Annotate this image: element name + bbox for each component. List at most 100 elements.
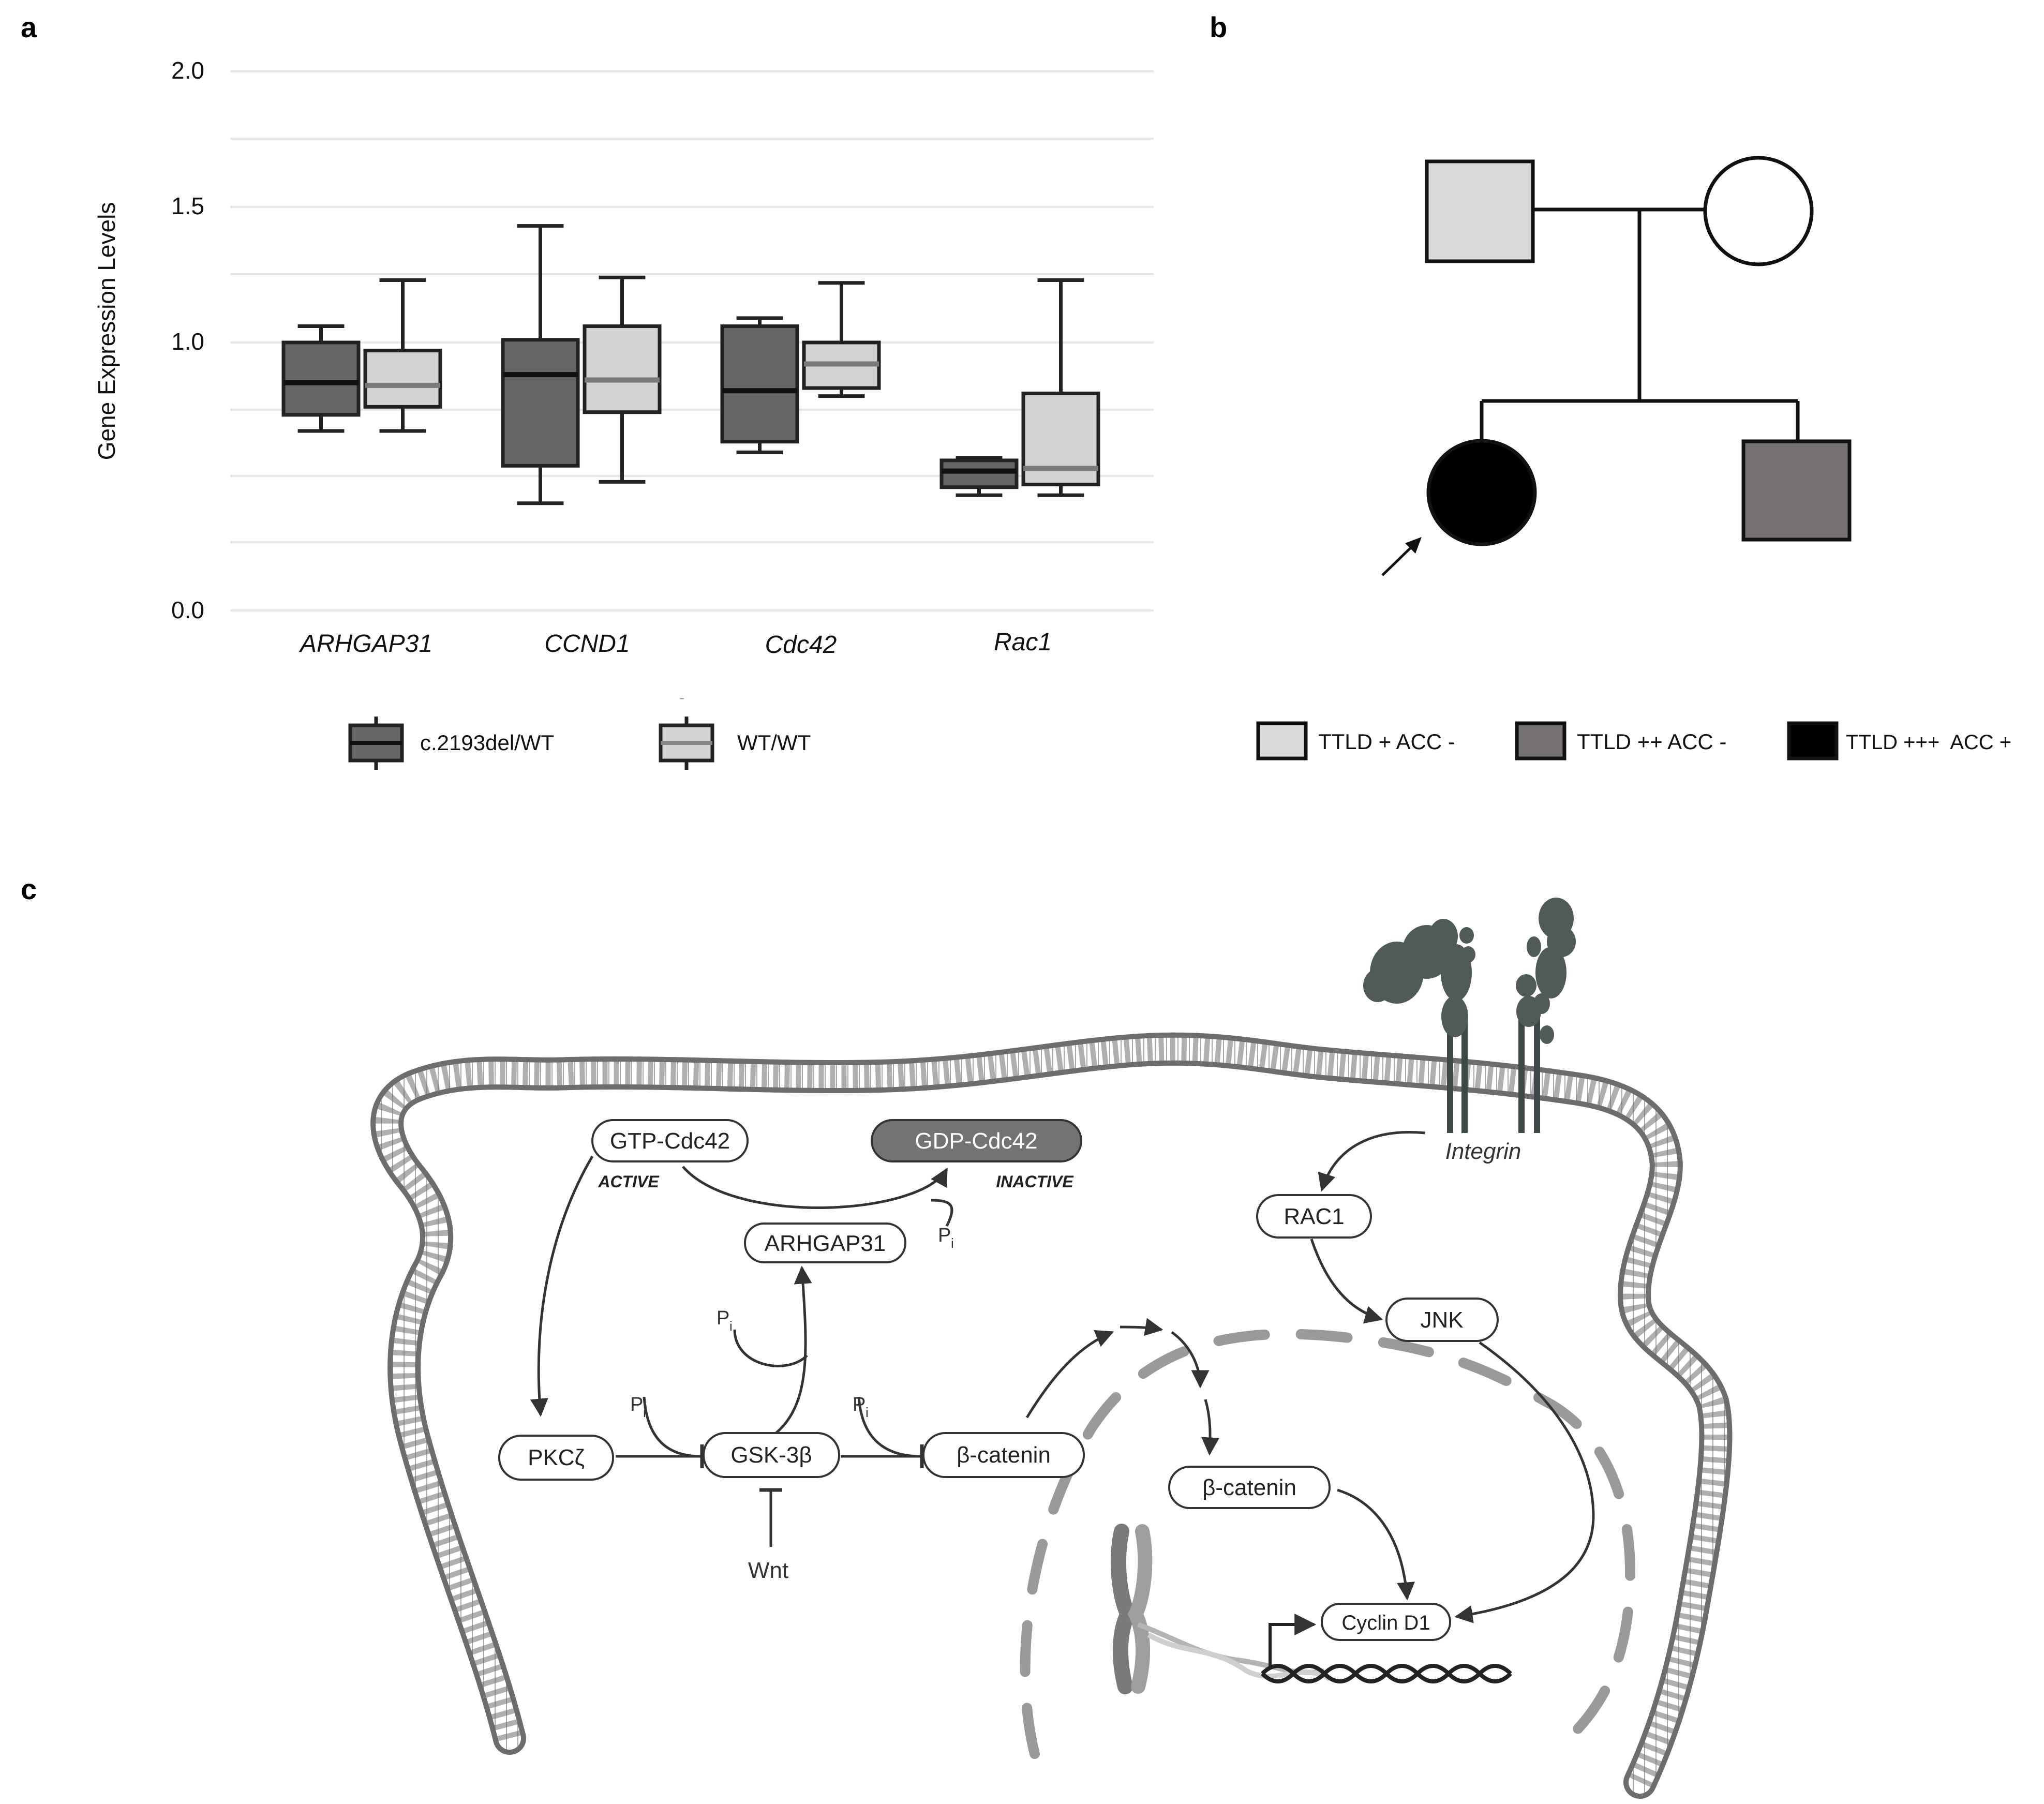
- legend-swatch: [1256, 721, 1308, 761]
- arrow-bcat-chain: [1120, 1318, 1163, 1336]
- arrow-gtp-to-gdp: [682, 1166, 948, 1209]
- father-square: [1425, 159, 1535, 263]
- node-label: JNK: [1420, 1307, 1463, 1333]
- node-label: PKCζ: [528, 1445, 585, 1470]
- phosphate-label: P i: [630, 1394, 646, 1420]
- active-caption: ACTIVE: [598, 1172, 660, 1191]
- node-rac1: RAC1: [1256, 1194, 1372, 1239]
- node-jnk: JNK: [1385, 1298, 1499, 1342]
- legend-stray-mark: -: [679, 689, 684, 706]
- phosphate-p: P: [630, 1394, 643, 1415]
- pedigree-legend: TTLD + ACC - TTLD ++ ACC - TTLD +++ ACC …: [1256, 721, 2011, 761]
- phosphate-p: P: [717, 1307, 729, 1329]
- brother-square: [1741, 439, 1852, 542]
- node-beta-catenin-nucleus: β-catenin: [1168, 1466, 1331, 1509]
- pathway-arrows: [530, 1131, 1595, 1623]
- legend-label: WT/WT: [737, 730, 811, 755]
- node-arhgap31: ARHGAP31: [744, 1222, 906, 1263]
- panel-a-letter: a: [21, 11, 37, 43]
- arrow-rac1-to-jnk: [1310, 1239, 1383, 1324]
- node-label: GTP-Cdc42: [610, 1128, 730, 1154]
- box: [501, 338, 580, 468]
- y-tick-label: 0.0: [171, 597, 204, 623]
- legend-label: TTLD + ACC -: [1318, 729, 1455, 754]
- phosphate-i: i: [643, 1405, 646, 1420]
- integrin-label: Integrin: [1445, 1139, 1521, 1164]
- legend-swatch: [1787, 721, 1839, 761]
- legend-label: c.2193del/WT: [420, 730, 554, 755]
- phosphate-curve: [733, 1329, 808, 1367]
- phosphate-label: P i: [938, 1225, 954, 1251]
- gridlines: [230, 70, 1154, 612]
- chart-legend: c.2193del/WT - WT/WT: [348, 689, 811, 770]
- node-gdp-cdc42: GDP-Cdc42: [871, 1119, 1082, 1162]
- node-label: β-catenin: [1202, 1475, 1296, 1500]
- legend-label: TTLD ++ ACC -: [1577, 729, 1726, 754]
- arrow-bcat-to-cyclin: [1337, 1488, 1415, 1601]
- panel-c-letter: c: [21, 873, 37, 905]
- node-beta-catenin-cytoplasm: β-catenin: [922, 1432, 1085, 1478]
- category-label: CCND1: [544, 630, 630, 658]
- arrow-integrin-to-rac1: [1318, 1131, 1426, 1192]
- arrow-bcat-chain: [1171, 1331, 1210, 1389]
- box: [583, 324, 662, 414]
- legend-glyph-c2193del: [348, 717, 404, 770]
- arrow-bcat-export: [1025, 1330, 1114, 1419]
- inhibit-pkc-gsk: [643, 1396, 702, 1458]
- box: [720, 324, 799, 444]
- node-label: GSK-3β: [730, 1442, 812, 1468]
- node-gtp-cdc42: GTP-Cdc42: [591, 1119, 749, 1162]
- box: [939, 458, 1019, 489]
- node-gsk3b: GSK-3β: [703, 1432, 840, 1478]
- node-label: β-catenin: [957, 1442, 1051, 1468]
- phosphate-label: P i: [717, 1307, 733, 1334]
- phosphate-p: P: [938, 1225, 951, 1246]
- mother-circle: [1703, 156, 1814, 266]
- y-tick-label: 2.0: [171, 57, 204, 84]
- chromosome-icon: [1111, 1524, 1331, 1694]
- legend-glyph-wt: [659, 717, 714, 770]
- phosphate-curve: [931, 1199, 953, 1227]
- panel-a: a 2.0 1.5 1.0 0.0 Gene Expression Levels…: [21, 11, 1154, 770]
- pedigree-lines: [1480, 207, 1800, 441]
- proband-arrow: [1381, 537, 1422, 576]
- node-label: Cyclin D1: [1341, 1612, 1430, 1634]
- proband-circle: [1426, 439, 1537, 546]
- category-label: Rac1: [994, 629, 1052, 656]
- category-label: Cdc42: [765, 631, 837, 659]
- integrin-receptor: [1363, 919, 1475, 1133]
- box: [363, 349, 442, 409]
- phosphate-p: P: [853, 1394, 866, 1415]
- phosphate-i: i: [951, 1235, 954, 1251]
- box-plot: [281, 224, 1100, 505]
- category-label: ARHGAP31: [299, 630, 432, 658]
- phosphate-i: i: [866, 1405, 869, 1420]
- panel-c: c: [21, 873, 1733, 1799]
- cell-membrane: [370, 1032, 1733, 1799]
- transcription-start-arrow: [1269, 1614, 1317, 1668]
- node-label: GDP-Cdc42: [915, 1128, 1037, 1154]
- node-label: RAC1: [1284, 1204, 1344, 1229]
- y-tick-label: 1.0: [171, 328, 204, 355]
- arrow-jnk-to-cyclin: [1454, 1341, 1595, 1623]
- phosphate-i: i: [729, 1318, 733, 1334]
- integrin-receptor: [1516, 898, 1576, 1133]
- arrow-gsk-to-arhgap31: [775, 1265, 812, 1434]
- legend-label: TTLD +++ ACC +: [1846, 731, 2011, 754]
- panel-b-letter: b: [1210, 11, 1227, 43]
- wnt-label: Wnt: [748, 1558, 788, 1583]
- node-label: ARHGAP31: [765, 1231, 886, 1256]
- arrow-gtp-to-pkc: [530, 1155, 594, 1417]
- box: [281, 340, 361, 417]
- node-cyclin-d1: Cyclin D1: [1321, 1603, 1451, 1641]
- inactive-caption: INACTIVE: [996, 1172, 1074, 1191]
- dna-helix-icon: [1261, 1664, 1512, 1683]
- panel-b: b TTLD + ACC - TTLD ++ ACC - TTLD +++ AC…: [1210, 11, 2011, 761]
- arrow-bcat-into-nucleus: [1201, 1399, 1220, 1456]
- y-axis-title: Gene Expression Levels: [93, 202, 120, 460]
- y-tick-label: 1.5: [171, 192, 204, 219]
- node-pkc: PKCζ: [498, 1435, 614, 1481]
- phosphate-label: P i: [853, 1394, 869, 1420]
- nucleus-envelope: [1020, 1329, 1636, 1759]
